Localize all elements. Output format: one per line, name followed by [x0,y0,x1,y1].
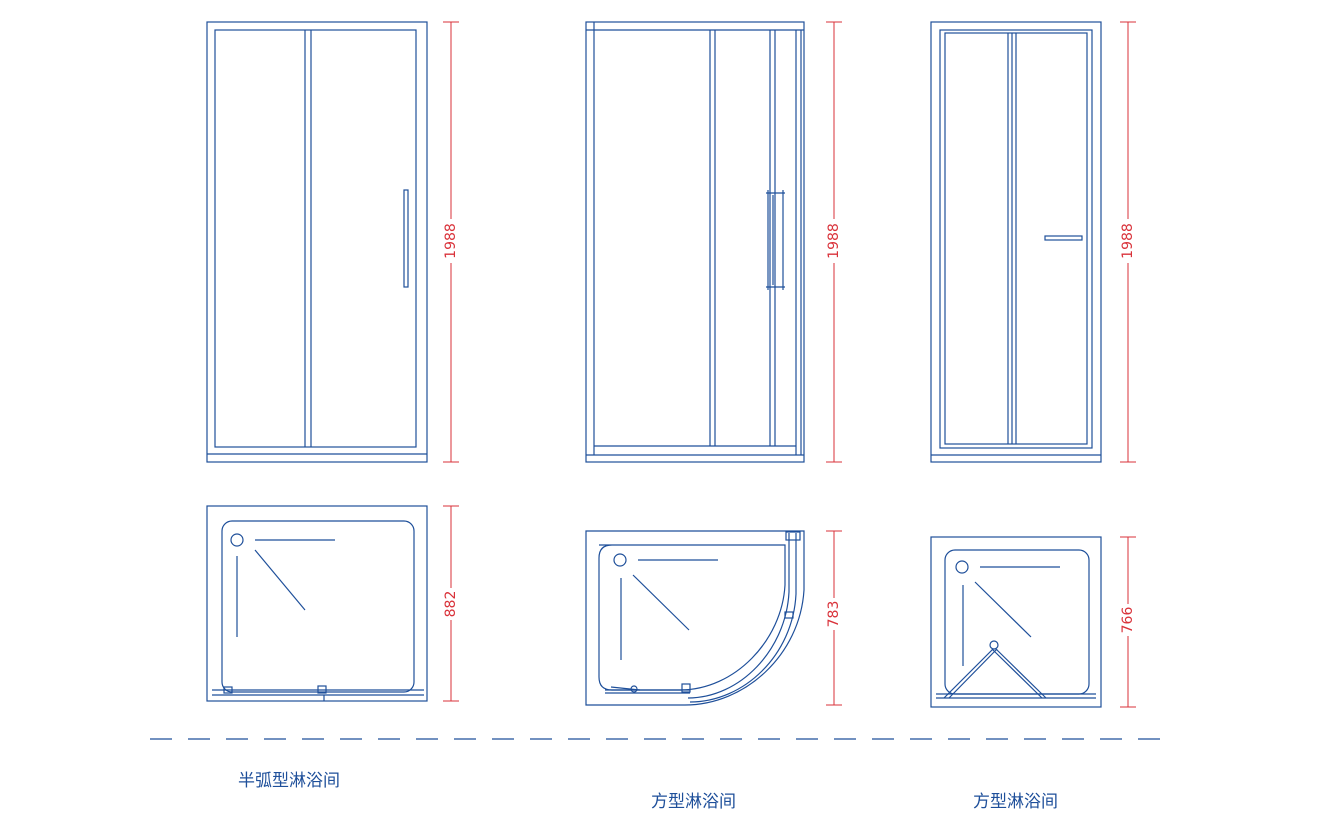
unit-2-front-elevation [585,21,805,463]
unit-1-plan-view [206,505,428,702]
dim-depth-3: 766 [1120,607,1136,634]
drain-icon [955,560,969,574]
door-handle [1044,235,1083,241]
drain-icon [613,553,627,567]
dim-depth-1: 882 [443,591,459,618]
unit-2-plan-view [585,530,805,706]
dim-height-3: 1988 [1120,223,1136,259]
dim-height-2: 1988 [826,223,842,259]
caption-unit-1: 半弧型淋浴间 [238,771,340,791]
unit-1-front-elevation [206,21,428,463]
caption-unit-3: 方型淋浴间 [973,792,1058,812]
door-handle [403,189,409,288]
dimension-lines [443,21,1136,708]
unit-3-front-elevation [930,21,1102,463]
dim-height-1: 1988 [443,223,459,259]
towel-bar [766,190,785,290]
unit-3-plan-view [930,536,1102,708]
drain-icon [230,533,244,547]
dimension-labels: 1988 1988 1988 882 783 766 [443,219,1136,636]
caption-unit-2: 方型淋浴间 [651,792,736,812]
dim-depth-2: 783 [826,601,842,628]
